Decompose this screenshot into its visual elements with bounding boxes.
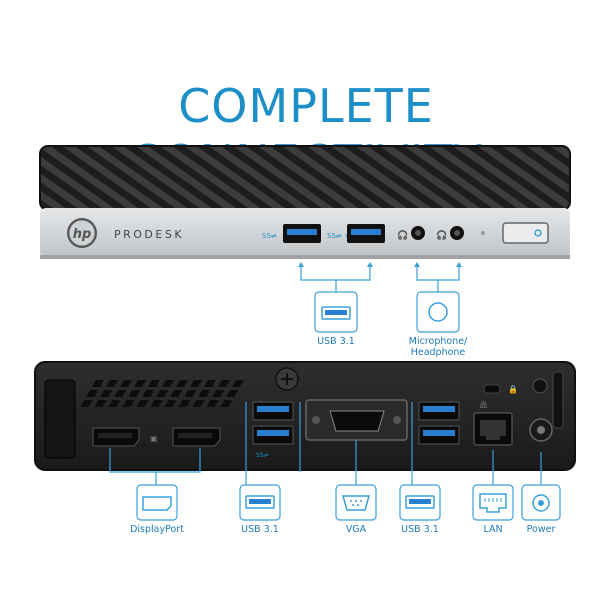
svg-text:🎧: 🎧 — [436, 229, 447, 241]
vga-icon — [335, 484, 377, 521]
front-audio-jack-1: 🎧 — [397, 226, 425, 241]
rear-usb-right-label: USB 3.1 — [401, 524, 439, 535]
rear-usb-left-1 — [252, 401, 294, 421]
svg-text:SS⇌: SS⇌ — [262, 232, 277, 240]
rear-usb-left-2 — [252, 425, 294, 445]
rear-usb-right-1 — [418, 401, 460, 421]
front-callout-lines — [300, 265, 460, 292]
usb-icon — [314, 291, 358, 333]
svg-text:SS⇌: SS⇌ — [256, 452, 269, 459]
rear-displayport-1 — [92, 427, 140, 447]
power-label: Power — [526, 524, 556, 535]
svg-text:🔒: 🔒 — [508, 385, 518, 394]
usb-icon — [239, 484, 281, 521]
rear-vent — [80, 380, 244, 407]
rear-unit: ▣ SS⇌ — [34, 361, 576, 471]
displayport-label: DisplayPort — [130, 524, 184, 535]
displayport-icon — [136, 484, 178, 521]
front-power-button — [502, 222, 549, 244]
rear-lan-port: 品 — [473, 401, 513, 446]
svg-text:▣: ▣ — [150, 434, 158, 443]
front-vent-grille — [40, 146, 570, 210]
front-usb-label: USB 3.1 — [317, 336, 355, 347]
lan-icon — [472, 484, 514, 521]
headphone-icon — [416, 291, 460, 333]
hp-logo: hp — [67, 218, 97, 248]
usb-icon — [399, 484, 441, 521]
rear-usb-left-label: USB 3.1 — [241, 524, 279, 535]
model-name: PRODESK — [114, 228, 184, 241]
hp-logo-text: hp — [73, 227, 92, 242]
svg-text:🎧: 🎧 — [397, 229, 408, 241]
front-usb-port-2: SS⇌ ⚡ — [327, 224, 385, 243]
thumbscrew — [275, 367, 299, 391]
front-audio-jack-2: 🎧 — [436, 226, 464, 241]
front-audio-label: Microphone/ Headphone — [408, 336, 468, 358]
svg-text:SS⇌ ⚡: SS⇌ ⚡ — [327, 232, 349, 240]
power-icon — [521, 484, 561, 521]
rear-usb-right-2 — [418, 425, 460, 445]
rear-callout-lines — [109, 402, 542, 485]
front-usb-port-1: SS⇌ — [262, 224, 321, 243]
lan-label: LAN — [483, 524, 503, 535]
vga-label: VGA — [345, 524, 367, 535]
front-unit: hp PRODESK SS⇌ SS⇌ ⚡ 🎧 🎧 — [39, 145, 571, 259]
svg-text:品: 品 — [480, 401, 487, 409]
rear-displayport-2 — [172, 427, 221, 447]
rear-power-jack — [529, 418, 553, 442]
rear-vga-port — [305, 399, 408, 441]
